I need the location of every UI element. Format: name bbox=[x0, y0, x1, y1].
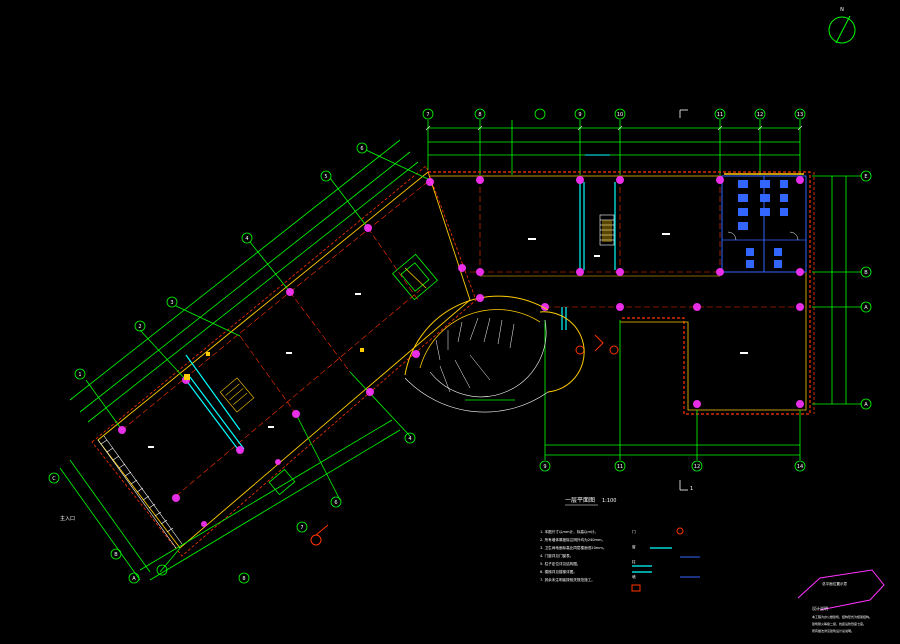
diagonal-wing: 主入口 1 2 3 4 5 bbox=[48, 139, 484, 584]
section-mark: 1 bbox=[690, 486, 693, 492]
axis-label-right: A bbox=[864, 305, 868, 311]
axis-label-diag-bottom: 8 bbox=[242, 576, 245, 582]
axis-label-top: 9 bbox=[578, 112, 581, 118]
note-line: 5. 柱子定位详见结构图。 bbox=[540, 561, 581, 566]
stair-icon bbox=[599, 214, 615, 246]
note-line: 4. 门窗详见门窗表。 bbox=[540, 553, 573, 558]
column-markers bbox=[118, 178, 484, 527]
description-line: 所有做法详见建筑设计总说明。 bbox=[812, 628, 854, 633]
key-plan-label: 总平面位置示意 bbox=[822, 581, 848, 586]
north-arrow-icon: N bbox=[828, 7, 856, 44]
axis-label-right: A bbox=[864, 402, 868, 408]
axis-label-top: 12 bbox=[757, 112, 763, 118]
legend-label: 墙 bbox=[632, 574, 636, 579]
axis-label-diag: 4 bbox=[245, 236, 248, 242]
drawing-scale: 1:100 bbox=[602, 498, 616, 504]
axis-label-diag: 5 bbox=[324, 174, 327, 180]
description-line: 建筑耐火等级二级，抗震设防烈度七度。 bbox=[812, 621, 866, 626]
legend-label: 柱 bbox=[632, 559, 636, 564]
axis-label-diag: 1 bbox=[78, 372, 81, 378]
note-line: 3. 卫生间地面标高比同层楼面低20mm。 bbox=[540, 545, 606, 550]
curved-lobby bbox=[392, 253, 585, 413]
right-wing: 7 8 9 10 11 12 13 bbox=[422, 108, 872, 492]
notes-block: 1. 本图尺寸以mm计，标高以m计。 2. 所有墙体厚度除注明外均为240mm。… bbox=[540, 529, 606, 582]
axis-label-top: 8 bbox=[478, 112, 481, 118]
description-title: 设计说明 bbox=[812, 605, 828, 611]
stair-icon bbox=[219, 377, 255, 413]
key-plan: 总平面位置示意 bbox=[797, 569, 885, 611]
axis-label-top: 10 bbox=[617, 112, 623, 118]
note-line: 2. 所有墙体厚度除注明外均为240mm。 bbox=[540, 537, 605, 542]
axis-label-bottom: 12 bbox=[694, 464, 700, 470]
axis-label-diag-bottom: 4 bbox=[408, 436, 411, 442]
drawing-title: 一层平面图 bbox=[565, 497, 595, 504]
legend-label: 窗 bbox=[632, 544, 636, 549]
axis-label-top: 13 bbox=[797, 112, 803, 118]
entrance-ramp bbox=[97, 435, 183, 549]
legend-block: 门 窗 柱 墙 bbox=[631, 527, 700, 592]
description-block: 设计说明 本工程为办公楼建筑，结构形式为框架结构。 建筑耐火等级二级，抗震设防烈… bbox=[812, 605, 872, 633]
note-line: 1. 本图尺寸以mm计，标高以m计。 bbox=[540, 529, 598, 534]
axis-label-bottom: 11 bbox=[617, 464, 623, 470]
axis-label-diag: 3 bbox=[170, 300, 173, 306]
axis-label-bottom: 14 bbox=[797, 464, 803, 470]
axis-label-diag: 6 bbox=[360, 146, 363, 152]
axis-label-top: 11 bbox=[717, 112, 723, 118]
entrance-label: 主入口 bbox=[60, 515, 75, 522]
note-line: 6. 楼梯详见楼梯详图。 bbox=[540, 569, 577, 574]
axis-label-left: B bbox=[114, 552, 118, 558]
axis-label-top: 7 bbox=[426, 112, 429, 118]
axis-label-bottom: 9 bbox=[543, 464, 546, 470]
drawing-title-block: 一层平面图 1:100 bbox=[565, 497, 616, 506]
axis-label-right: E bbox=[864, 174, 867, 180]
legend-label: 门 bbox=[632, 529, 636, 534]
axis-label-left: A bbox=[132, 576, 136, 582]
column-markers bbox=[476, 176, 804, 408]
axis-label-diag-bottom: 7 bbox=[300, 525, 303, 531]
note-line: 7. 其余未注明者按相关规范施工。 bbox=[540, 577, 595, 582]
axis-label-left: C bbox=[52, 476, 56, 482]
toilet-block bbox=[721, 173, 807, 273]
north-label: N bbox=[840, 7, 844, 13]
axis-label-diag: 2 bbox=[138, 324, 141, 330]
axis-label-diag-bottom: 6 bbox=[334, 500, 337, 506]
description-line: 本工程为办公楼建筑，结构形式为框架结构。 bbox=[812, 614, 872, 619]
axis-label-right: B bbox=[864, 270, 868, 276]
